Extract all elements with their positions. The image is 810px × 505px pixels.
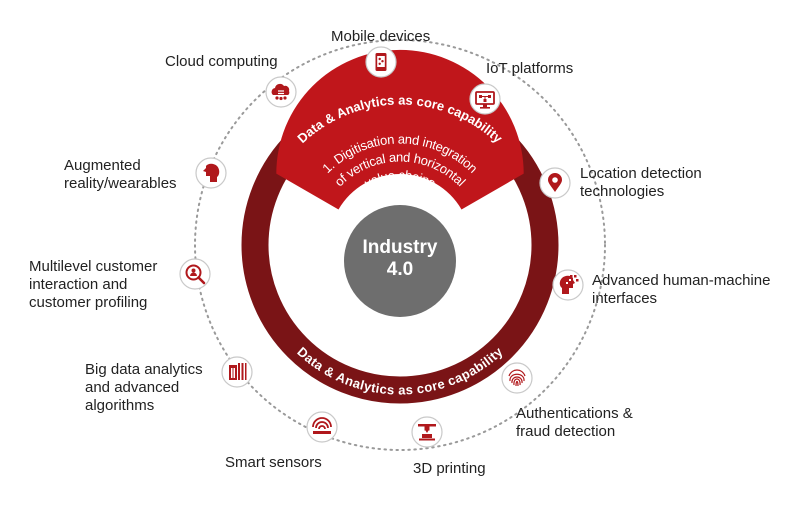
label-bigdata: Big data analytics and advanced algorith…	[85, 361, 203, 415]
label-customer-line2: interaction and	[29, 276, 128, 293]
label-customer-line3: customer profiling	[29, 294, 148, 311]
label-iot-line1: IoT platforms	[486, 60, 574, 77]
label-customer-line1: Multilevel customer	[29, 258, 158, 275]
network-monitor-icon	[475, 91, 495, 109]
label-customer: Multilevel customer interaction and cust…	[29, 258, 157, 312]
smartphone-icon	[375, 53, 387, 71]
node-printing	[411, 416, 443, 448]
node-cloud	[265, 76, 297, 108]
3d-printer-icon	[418, 424, 436, 441]
label-cloud: Cloud computing	[165, 53, 278, 71]
wearable-head-icon	[203, 163, 220, 182]
label-printing-line1: 3D printing	[413, 460, 486, 477]
sensor-icon	[312, 417, 332, 434]
center-title-line1: Industry	[363, 237, 438, 258]
label-bigdata-line3: algorithms	[85, 397, 155, 414]
label-location-line1: Location detection	[580, 165, 702, 182]
label-sensors-line1: Smart sensors	[225, 454, 322, 471]
human-machine-icon	[559, 275, 579, 294]
node-location	[539, 167, 571, 199]
label-cloud-line1: Cloud computing	[165, 53, 278, 70]
node-customer	[179, 258, 211, 290]
cloud-icon	[271, 83, 290, 101]
location-pin-icon	[548, 173, 562, 192]
label-auth-line2: fraud detection	[516, 423, 616, 440]
label-mobile-line1: Mobile devices	[331, 28, 431, 45]
label-hmi-line1: Advanced human-machine	[592, 272, 771, 289]
label-auth: Authentications & fraud detection	[516, 405, 633, 441]
label-bigdata-line2: and advanced	[85, 379, 180, 396]
label-auth-line1: Authentications &	[516, 405, 633, 422]
node-mobile	[365, 46, 397, 78]
orbit-dotted-circle	[194, 39, 606, 451]
label-ar-line1: Augmented	[64, 157, 141, 174]
label-hmi-line2: interfaces	[592, 290, 658, 307]
ring-bottom-text: Data & Analytics as core capability	[294, 344, 506, 398]
label-location-line2: technologies	[580, 183, 665, 200]
customer-profile-icon	[185, 264, 206, 285]
label-sensors: Smart sensors	[225, 454, 322, 472]
center-title-line2: 4.0	[387, 259, 413, 280]
node-bigdata	[221, 356, 253, 388]
label-iot: IoT platforms	[486, 60, 573, 78]
fingerprint-icon	[508, 369, 526, 387]
label-mobile: Mobile devices	[331, 28, 430, 46]
label-ar-line2: reality/wearables	[64, 175, 177, 192]
data-analytics-icon	[229, 363, 247, 380]
node-iot	[469, 83, 501, 115]
band-text-line3: value chains	[362, 167, 438, 191]
label-printing: 3D printing	[413, 460, 486, 478]
value-chain-band	[276, 49, 524, 210]
label-ar: Augmented reality/wearables	[64, 157, 177, 193]
node-sensors	[306, 411, 338, 443]
node-hmi	[552, 269, 584, 301]
label-location: Location detection technologies	[580, 165, 702, 201]
label-bigdata-line1: Big data analytics	[85, 361, 203, 378]
label-hmi: Advanced human-machine interfaces	[592, 272, 770, 308]
node-ar	[195, 157, 227, 189]
center-circle	[344, 205, 456, 317]
node-auth	[501, 362, 533, 394]
